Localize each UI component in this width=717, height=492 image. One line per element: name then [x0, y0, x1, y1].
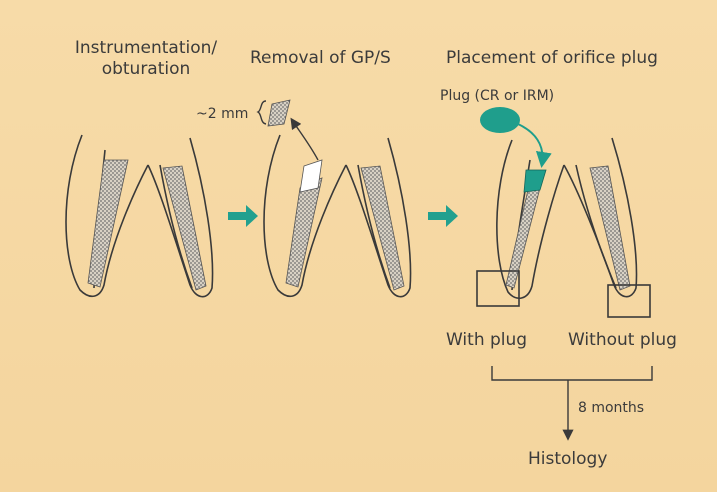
measure-brace: [258, 101, 266, 124]
removal-depth-label: ~2 mm: [196, 104, 248, 125]
plug-material-label: Plug (CR or IRM): [440, 86, 554, 107]
interval-label: 8 months: [578, 398, 644, 419]
plug-insert-arrow: [518, 124, 543, 164]
removed-segment: [268, 100, 290, 126]
heading-step3: Placement of orifice plug: [446, 48, 658, 69]
plug-in-canal: [524, 170, 546, 192]
removal-arrow: [292, 120, 318, 160]
step-arrow-1: [228, 205, 258, 227]
heading-step1-line1: Instrumentation/: [46, 38, 246, 59]
filling-right-1: [163, 166, 206, 290]
sample-box-without-plug: [608, 285, 650, 317]
filling-right-2: [361, 166, 404, 290]
group-without-plug: Without plug: [568, 330, 677, 351]
outcome-label: Histology: [528, 449, 607, 470]
heading-step2: Removal of GP/S: [250, 48, 391, 69]
plug-blob: [480, 107, 520, 133]
group-with-plug: With plug: [446, 330, 527, 351]
heading-step1: Instrumentation/ obturation: [46, 38, 246, 80]
heading-step1-line2: obturation: [46, 59, 246, 80]
step-arrow-2: [428, 205, 458, 227]
group-bracket: [492, 366, 652, 380]
